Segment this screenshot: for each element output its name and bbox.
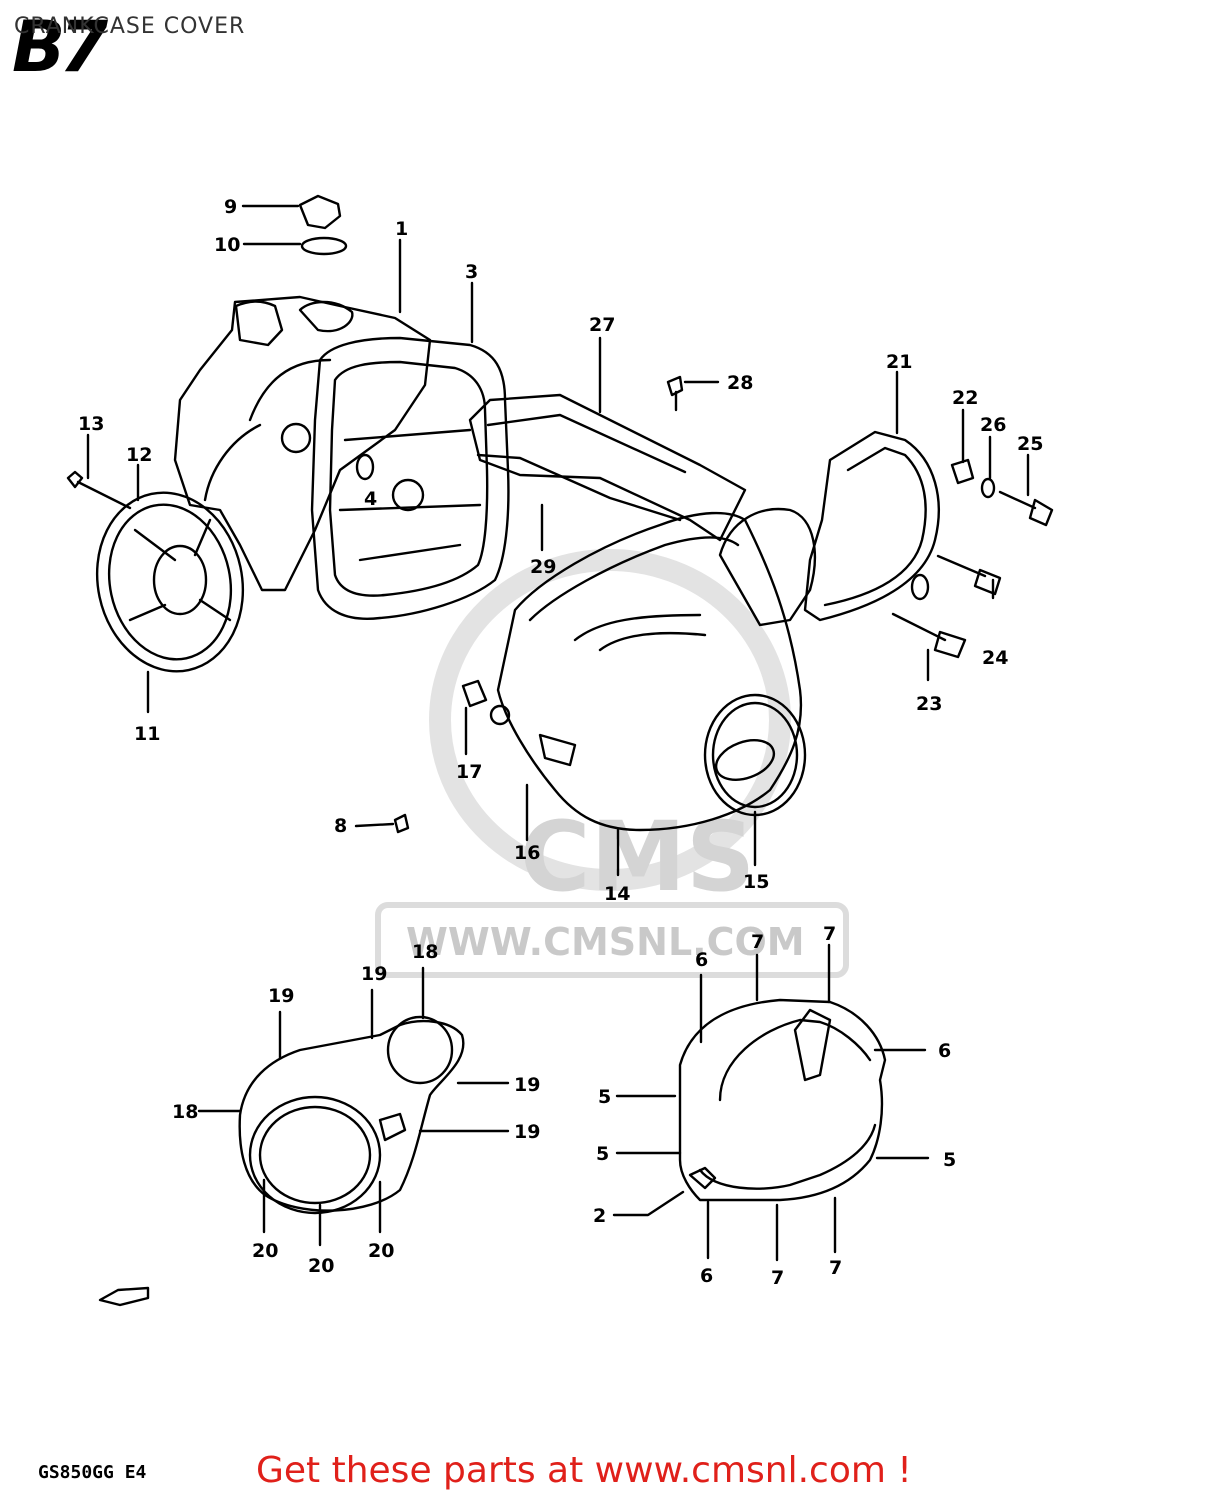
contact-breaker-cover <box>803 430 940 622</box>
model-code: GS850GG E4 <box>38 1462 147 1483</box>
bolt-25 <box>998 490 1054 527</box>
filler-cap <box>298 194 342 230</box>
generator-cover <box>95 491 245 673</box>
gasket-left <box>310 336 510 620</box>
callout-label: 24 <box>982 647 1008 669</box>
callout-label: 19 <box>268 985 294 1007</box>
callout-label: 27 <box>589 314 615 336</box>
callout-label: 20 <box>308 1255 334 1277</box>
gasket-lower-left <box>238 1019 465 1212</box>
callout-label: 7 <box>751 931 764 953</box>
callout-label: 6 <box>938 1040 951 1062</box>
cover-pipe <box>468 393 747 542</box>
callout-label: 20 <box>252 1240 278 1262</box>
callout-label: 29 <box>530 556 556 578</box>
callout-label: 21 <box>886 351 912 373</box>
promo-link[interactable]: Get these parts at www.cmsnl.com ! <box>256 1450 912 1491</box>
page-title: CRANKCASE COVER <box>14 14 246 39</box>
callout-label: 5 <box>596 1143 609 1165</box>
callout-label: 7 <box>829 1257 842 1279</box>
callout-label: 20 <box>368 1240 394 1262</box>
gasket-lower-right <box>678 998 887 1202</box>
callout-label: 19 <box>361 963 387 985</box>
callout-label: 22 <box>952 387 978 409</box>
callout-label: 14 <box>604 883 630 905</box>
callout-label: 12 <box>126 444 152 466</box>
callout-label: 28 <box>727 372 753 394</box>
o-ring <box>300 236 348 256</box>
callout-label: 18 <box>412 941 438 963</box>
callout-label: 5 <box>943 1149 956 1171</box>
watermark-url: WWW.CMSNL.COM <box>406 920 805 964</box>
bolt-24 <box>936 554 1002 596</box>
callout-label: 23 <box>916 693 942 715</box>
callout-label: 7 <box>823 923 836 945</box>
callout-label: 19 <box>514 1074 540 1096</box>
callout-label: 13 <box>78 413 104 435</box>
bolt-23 <box>891 612 967 659</box>
front-arrow-icon <box>98 1286 150 1307</box>
callout-label: 15 <box>743 871 769 893</box>
screw-28 <box>666 375 684 412</box>
callout-label: 11 <box>134 723 160 745</box>
bolt-13 <box>66 470 132 510</box>
callout-label: 8 <box>334 815 347 837</box>
callout-label: 6 <box>695 949 708 971</box>
callout-label: 3 <box>465 261 478 283</box>
callout-label: 18 <box>172 1101 198 1123</box>
callout-label: 7 <box>771 1267 784 1289</box>
section-code: B7 <box>12 6 108 88</box>
callout-labels: 9 10 1 3 27 28 21 22 26 25 24 23 13 12 4… <box>78 196 1043 1289</box>
bolt-8 <box>393 813 410 834</box>
callout-label: 4 <box>364 488 377 510</box>
crankcase-cover-right <box>496 511 803 832</box>
callout-label: 16 <box>514 842 540 864</box>
callout-label: 25 <box>1017 433 1043 455</box>
watermark: CMS WWW.CMSNL.COM <box>375 549 849 978</box>
spacer <box>950 458 975 485</box>
callout-label: 10 <box>214 234 240 256</box>
callout-label: 17 <box>456 761 482 783</box>
watermark-brand: CMS <box>520 801 755 913</box>
callout-label: 9 <box>224 196 237 218</box>
dowel-pin <box>461 679 488 708</box>
callout-label: 2 <box>593 1205 606 1227</box>
washer <box>980 477 996 499</box>
callout-label: 19 <box>514 1121 540 1143</box>
crankcase-cover-left <box>173 295 432 592</box>
callout-label: 5 <box>598 1086 611 1108</box>
callout-label: 1 <box>395 218 408 240</box>
callout-label: 26 <box>980 414 1006 436</box>
callout-label: 6 <box>700 1265 713 1287</box>
